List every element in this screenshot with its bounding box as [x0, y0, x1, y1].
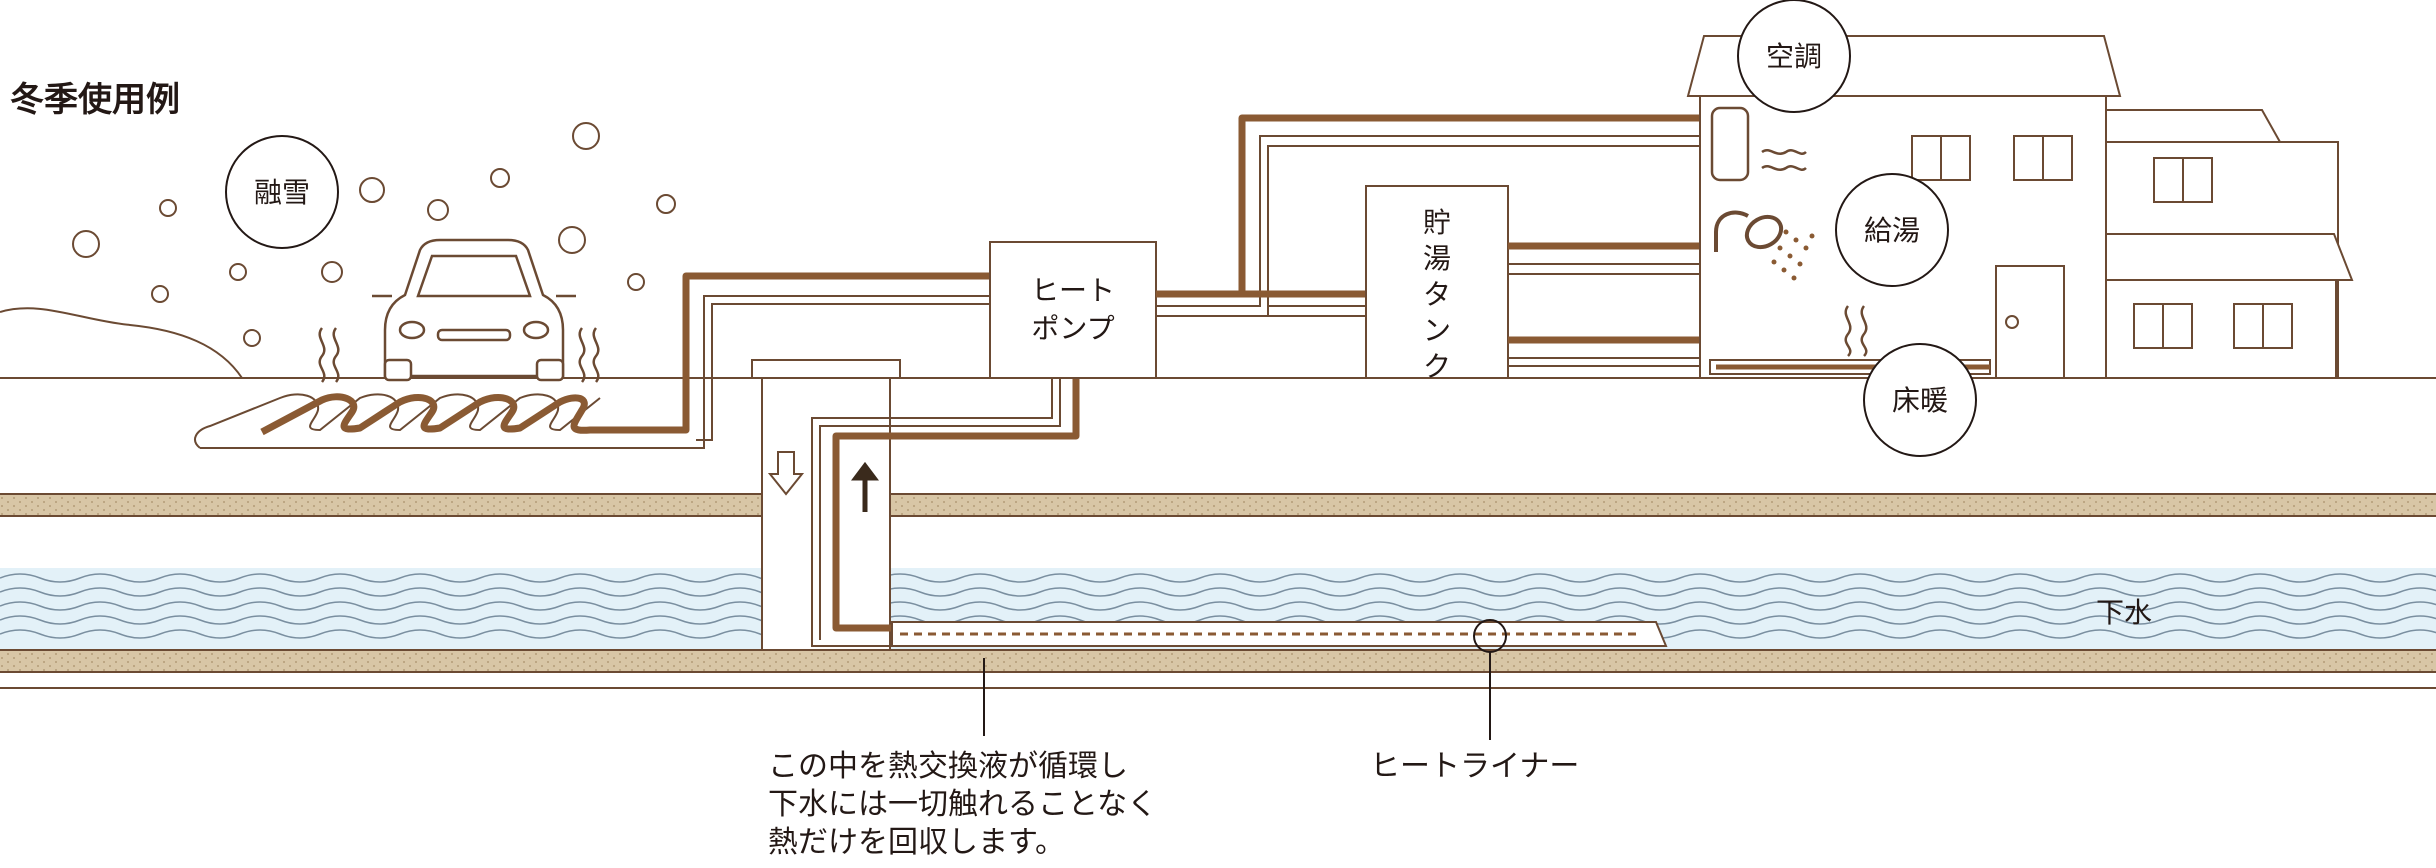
storage-tank-char: 湯: [1423, 242, 1451, 275]
aircon-icon: [1710, 106, 1807, 182]
heat-liner-label: ヒートライナー: [1370, 749, 1579, 784]
callout-inside-line1: この中を熱交換液が循環し: [768, 749, 1128, 784]
sewage-label: 下水: [2096, 596, 2152, 629]
bubble-snow-melt-label: 融雪: [254, 176, 310, 209]
heat-pump-label-2: ポンプ: [1031, 312, 1114, 345]
heat-wave-icon: [318, 327, 600, 383]
heat-liner: [891, 619, 1668, 653]
house-window-bars: [1940, 136, 2264, 348]
storage-tank-char: ク: [1423, 350, 1451, 383]
floor-heat-wave-icon: [1844, 305, 1868, 357]
soil-layer-lower: [0, 649, 2436, 689]
pipe-to-tank-thin: [1268, 305, 1366, 317]
return-pipe-house: [1156, 135, 1700, 317]
flow-arrow-up-icon: [851, 461, 879, 512]
tank-pipe-2: [1508, 263, 1700, 367]
heat-pump-label-1: ヒート: [1031, 274, 1115, 307]
callout-inside-line2: 下水には一切触れることなく: [768, 787, 1157, 822]
car-icon: [372, 238, 576, 382]
heat-pump-box: [989, 241, 1157, 379]
water-spray-icon: [1771, 229, 1815, 281]
snowflakes: [72, 122, 676, 347]
bubble-floor-heating: 床暖: [1863, 343, 1977, 457]
bubble-hot-water: 給湯: [1835, 173, 1949, 287]
door-knob-icon: [2005, 315, 2019, 329]
bubble-aircon: 空調: [1737, 0, 1851, 113]
bubble-hot-water-label: 給湯: [1864, 214, 1920, 247]
manhole-shaft: [751, 359, 901, 651]
soil-layer-upper: [0, 493, 2436, 517]
tank-pipe-1: [1508, 242, 1700, 344]
storage-tank-char: 貯: [1423, 206, 1451, 239]
bubble-floor-heating-label: 床暖: [1892, 384, 1948, 417]
page-title: 冬季使用例: [10, 80, 180, 120]
storage-tank-char: ン: [1423, 314, 1451, 347]
snow-hill: [0, 307, 243, 379]
bubble-snow-melt: 融雪: [225, 135, 339, 249]
return-pipe-snowmelt: [690, 295, 990, 449]
shower-icon: [1714, 210, 1784, 252]
snow-melt-coil-thick: [260, 393, 676, 436]
bubble-aircon-label: 空調: [1766, 40, 1822, 73]
callout-inside-line3: 熱だけを回収します。: [768, 825, 1065, 860]
storage-tank-box: [1365, 185, 1509, 379]
supply-pipe-snowmelt: [676, 272, 990, 434]
snow-melt-coil-thin: [194, 393, 601, 449]
storage-tank-char: タ: [1423, 278, 1451, 311]
